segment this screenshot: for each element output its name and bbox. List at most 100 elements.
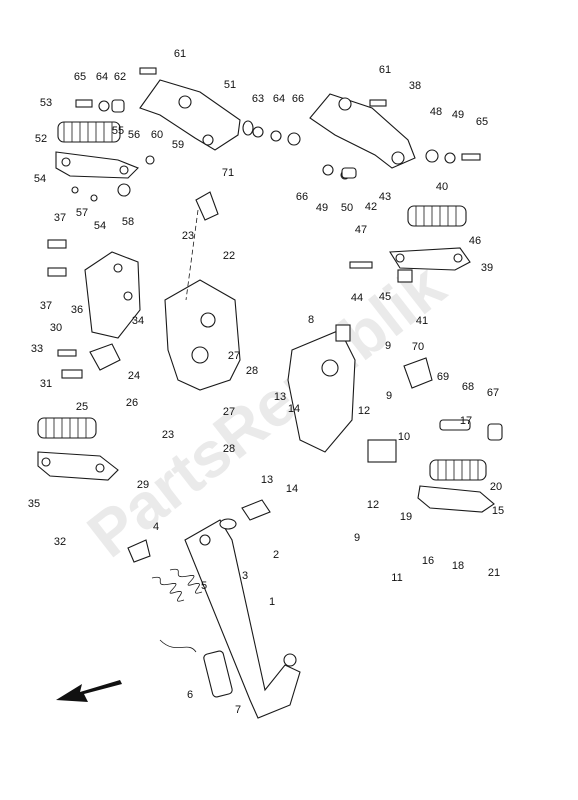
callout-12: 12 — [358, 405, 370, 417]
callout-65: 65 — [74, 71, 86, 83]
callout-12: 12 — [367, 499, 379, 511]
plate-4 — [127, 539, 151, 563]
callout-24: 24 — [128, 370, 140, 382]
callout-56: 56 — [128, 129, 140, 141]
callout-17: 17 — [460, 415, 472, 427]
callout-54: 54 — [34, 173, 46, 185]
callout-14: 14 — [288, 403, 300, 415]
callout-28: 28 — [246, 365, 258, 377]
callout-41: 41 — [416, 315, 428, 327]
callout-32: 32 — [54, 536, 66, 548]
callout-46: 46 — [469, 235, 481, 247]
callout-42: 42 — [365, 201, 377, 213]
heel-plate-36 — [47, 239, 141, 339]
callout-68: 68 — [462, 381, 474, 393]
callout-64: 64 — [96, 71, 108, 83]
callout-27: 27 — [228, 350, 240, 362]
callout-53: 53 — [40, 97, 52, 109]
footpeg-bracket-39 — [349, 247, 471, 283]
front-direction-arrow-icon — [56, 680, 122, 702]
callout-69: 69 — [437, 371, 449, 383]
callout-11: 11 — [391, 572, 402, 584]
callout-58: 58 — [122, 216, 134, 228]
callout-33: 33 — [31, 343, 43, 355]
callout-25: 25 — [76, 401, 88, 413]
callout-18: 18 — [452, 560, 464, 572]
callout-59: 59 — [172, 139, 184, 151]
callout-62: 62 — [114, 71, 126, 83]
callout-23: 23 — [162, 429, 174, 441]
callout-9: 9 — [386, 390, 392, 402]
callout-55: 55 — [112, 125, 124, 137]
callout-22: 22 — [223, 250, 235, 262]
callout-66: 66 — [296, 191, 308, 203]
callout-15: 15 — [492, 505, 504, 517]
small-bracket-24 — [57, 343, 121, 379]
callout-5: 5 — [201, 580, 207, 592]
callout-37: 37 — [54, 212, 66, 224]
stand-bolt-2 — [241, 499, 271, 521]
footpeg-bracket-15 — [367, 419, 503, 513]
callout-44: 44 — [351, 292, 363, 304]
callout-13: 13 — [274, 391, 286, 403]
springs-5 — [151, 568, 203, 653]
callout-9: 9 — [385, 340, 391, 352]
callout-36: 36 — [71, 304, 83, 316]
callout-10: 10 — [398, 431, 410, 443]
callout-38: 38 — [409, 80, 421, 92]
footpeg-31 — [37, 417, 97, 439]
callout-7: 7 — [235, 704, 241, 716]
callout-61: 61 — [174, 48, 186, 60]
callout-30: 30 — [50, 322, 62, 334]
callout-8: 8 — [308, 314, 314, 326]
hardware-row-top-right — [322, 149, 481, 180]
heel-plate-8 — [287, 324, 433, 453]
callout-65: 65 — [476, 116, 488, 128]
callout-27: 27 — [223, 406, 235, 418]
callout-61: 61 — [379, 64, 391, 76]
callout-35: 35 — [28, 498, 40, 510]
callout-64: 64 — [273, 93, 285, 105]
callout-47: 47 — [355, 224, 367, 236]
frame-bracket-22 — [164, 191, 241, 391]
callout-34: 34 — [132, 315, 144, 327]
callout-6: 6 — [187, 689, 193, 701]
callout-26: 26 — [126, 397, 138, 409]
callout-21: 21 — [488, 567, 500, 579]
rubber-7 — [203, 650, 233, 698]
callout-45: 45 — [379, 291, 391, 303]
callout-49: 49 — [452, 109, 464, 121]
footpeg-bracket-52 — [55, 151, 139, 179]
callout-54: 54 — [94, 220, 106, 232]
callout-50: 50 — [341, 202, 353, 214]
callout-3: 3 — [242, 570, 248, 582]
callout-14: 14 — [286, 483, 298, 495]
callout-70: 70 — [412, 341, 424, 353]
callout-13: 13 — [261, 474, 273, 486]
callout-63: 63 — [252, 93, 264, 105]
footpeg-17 — [429, 459, 487, 481]
bracket-38 — [309, 93, 416, 169]
callout-16: 16 — [422, 555, 434, 567]
callout-23: 23 — [182, 230, 194, 242]
callout-60: 60 — [151, 129, 163, 141]
callout-39: 39 — [481, 262, 493, 274]
callout-2: 2 — [273, 549, 279, 561]
collar-3 — [219, 518, 237, 530]
callout-52: 52 — [35, 133, 47, 145]
callout-71: 71 — [222, 167, 234, 179]
footpeg-bracket-29 — [37, 451, 119, 481]
callout-67: 67 — [487, 387, 499, 399]
callout-29: 29 — [137, 479, 149, 491]
callout-4: 4 — [153, 521, 159, 533]
footpeg-53 — [57, 121, 121, 143]
small-hardware-58 — [71, 155, 155, 202]
callout-28: 28 — [223, 443, 235, 455]
callout-9: 9 — [354, 532, 360, 544]
side-stand-1 — [184, 519, 301, 719]
footpeg-40 — [407, 205, 467, 227]
callout-43: 43 — [379, 191, 391, 203]
callout-19: 19 — [400, 511, 412, 523]
